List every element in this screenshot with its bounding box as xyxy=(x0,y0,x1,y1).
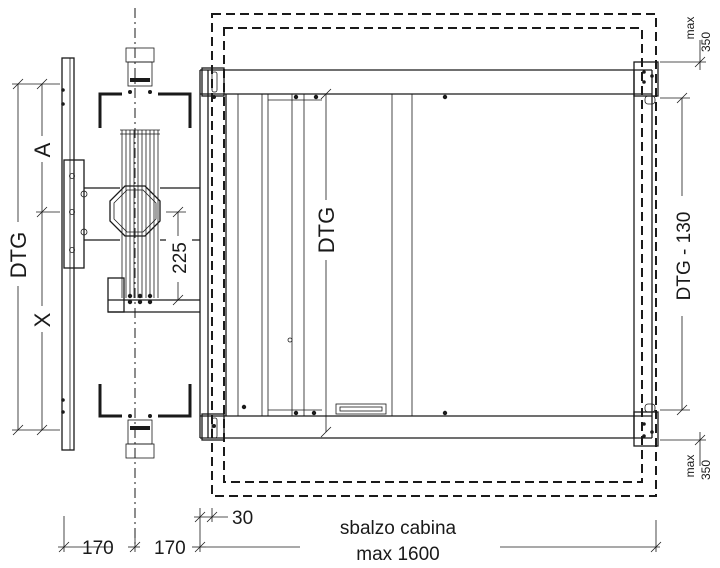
guide-assembly xyxy=(61,47,200,459)
dim-dtg-center: DTG xyxy=(314,207,339,253)
sbalzo-cabina-label: sbalzo cabina xyxy=(340,518,457,539)
dim-dtg-left: DTG xyxy=(6,232,31,278)
dimension-labels: DTG A X 225 DTG DTG - 130 max 350 max 35… xyxy=(5,17,713,565)
dim-225: 225 xyxy=(170,242,191,274)
dim-dtg-130: DTG - 130 xyxy=(674,212,695,301)
dim-x: X xyxy=(30,312,55,327)
car-frame xyxy=(199,61,659,447)
dim-max-bottom: max xyxy=(683,455,697,478)
dim-max-top: max xyxy=(683,17,697,40)
dim-350-bottom: 350 xyxy=(699,460,713,480)
cabin-inner-dashed xyxy=(223,27,643,483)
dim-30: 30 xyxy=(232,508,253,529)
cabin-outline xyxy=(211,13,657,497)
dim-170-right: 170 xyxy=(154,538,186,559)
cabin-outer-dashed xyxy=(211,13,657,497)
sbalzo-max-label: max 1600 xyxy=(356,544,439,565)
dim-a: A xyxy=(30,142,55,157)
dim-350-top: 350 xyxy=(699,32,713,52)
dim-170-left: 170 xyxy=(82,538,114,559)
dimensions xyxy=(12,40,706,553)
